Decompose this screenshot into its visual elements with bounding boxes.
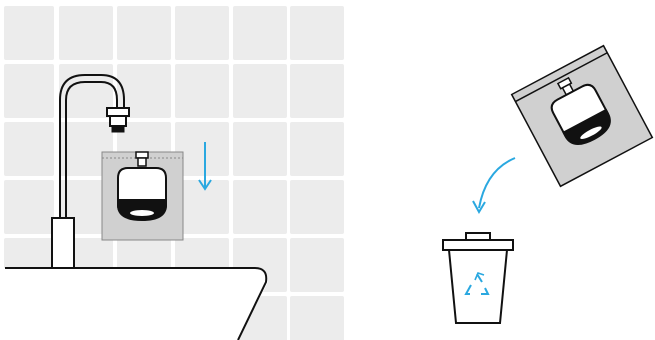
wall-tile	[117, 6, 171, 60]
wall-tile	[290, 122, 344, 176]
wall-tile	[4, 122, 54, 176]
wall-tile	[4, 6, 54, 60]
wall-tile	[233, 180, 287, 234]
wall-tile	[4, 180, 54, 234]
wall-tile	[4, 64, 54, 118]
wall-tile	[290, 180, 344, 234]
wall-tile	[233, 6, 287, 60]
wall-tile	[233, 122, 287, 176]
filter-bag-right	[512, 46, 653, 187]
wall-tile	[290, 6, 344, 60]
wall-tile	[233, 64, 287, 118]
trash-bin-icon	[443, 233, 513, 323]
wall-tile	[290, 296, 344, 340]
wall-tile	[59, 6, 113, 60]
wall-tile	[175, 6, 229, 60]
wall-tile	[290, 238, 344, 292]
wall-tile	[290, 64, 344, 118]
curved-arrow-icon	[473, 158, 515, 212]
sink-basin	[0, 268, 268, 340]
wall-tile	[175, 64, 229, 118]
